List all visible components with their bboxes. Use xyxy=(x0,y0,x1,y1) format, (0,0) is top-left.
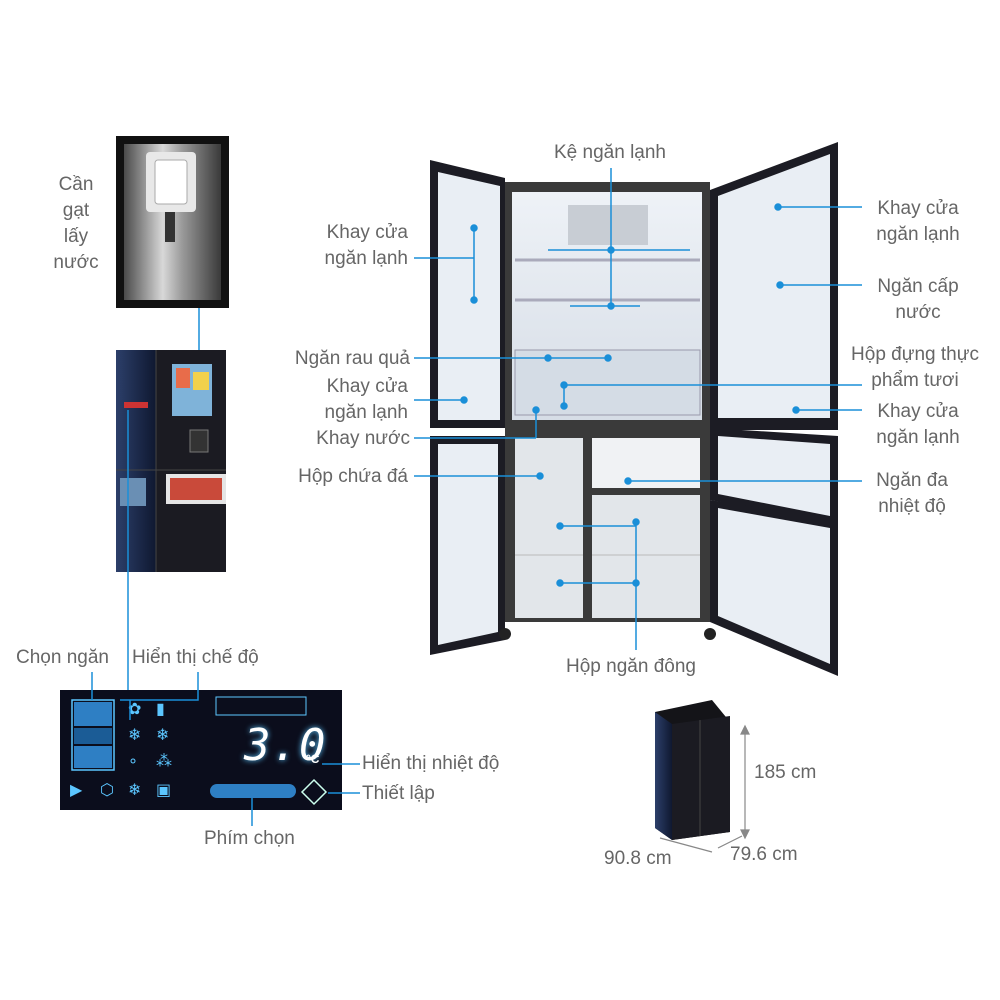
label-vegetable-drawer: Ngăn rau quả xyxy=(294,348,410,369)
label-temperature-display: Hiển thị nhiệt độ xyxy=(362,753,500,774)
svg-text:∘: ∘ xyxy=(128,751,138,770)
depth-dimension: 79.6 cm xyxy=(730,844,798,865)
open-fridge-image xyxy=(430,142,838,676)
label-water-tray: Khay nước xyxy=(316,428,410,449)
fridge-3d-image xyxy=(655,700,730,840)
label-select-compartment: Chọn ngăn xyxy=(16,647,109,668)
svg-text:❄: ❄ xyxy=(128,780,141,799)
fridge-front-view-image xyxy=(116,350,226,572)
dimension-arrows xyxy=(659,724,750,853)
label-mode-display: Hiển thị chế độ xyxy=(132,647,259,668)
svg-text:⬡: ⬡ xyxy=(100,780,114,799)
control-panel: ✿ ▮ ❄ ❄ ∘ ⁂ ❄ ▣ ▶ ⬡ xyxy=(60,690,342,810)
width-dimension: 90.8 cm xyxy=(604,848,672,869)
svg-text:✿: ✿ xyxy=(128,699,141,718)
label-fresh-food-box: Hộp đựng thực phẩm tươi xyxy=(851,344,979,391)
label-freezer-box: Hộp ngăn đông xyxy=(566,656,696,677)
label-fridge-shelf: Kệ ngăn lạnh xyxy=(554,142,666,163)
svg-text:▮: ▮ xyxy=(156,699,165,718)
label-settings: Thiết lập xyxy=(362,783,435,804)
dispenser-closeup-image xyxy=(116,136,229,308)
label-left-door-tray-2: Khay cửa ngăn lạnh xyxy=(324,376,408,423)
height-dimension: 185 cm xyxy=(754,762,817,783)
temperature-unit: °C xyxy=(306,752,320,766)
label-right-door-tray: Khay cửa ngăn lạnh xyxy=(876,198,960,245)
svg-text:▶: ▶ xyxy=(70,780,83,799)
svg-text:⁂: ⁂ xyxy=(156,751,172,770)
label-water-lever: Cần gạt lấy nước xyxy=(53,174,99,273)
label-select-key: Phím chọn xyxy=(204,828,295,849)
label-right-door-tray-2: Khay cửa ngăn lạnh xyxy=(876,401,960,448)
pointer-lines-main xyxy=(414,168,862,650)
label-ice-box: Hộp chứa đá xyxy=(298,466,408,487)
svg-text:❄: ❄ xyxy=(156,725,169,744)
svg-text:▣: ▣ xyxy=(156,780,171,799)
label-water-supply: Ngăn cấp nước xyxy=(877,276,959,323)
svg-text:❄: ❄ xyxy=(128,725,141,744)
label-multi-temp-drawer: Ngăn đa nhiệt độ xyxy=(876,470,948,517)
label-left-door-tray: Khay cửa ngăn lạnh xyxy=(324,222,408,269)
temperature-readout: 3.0 xyxy=(244,720,327,771)
